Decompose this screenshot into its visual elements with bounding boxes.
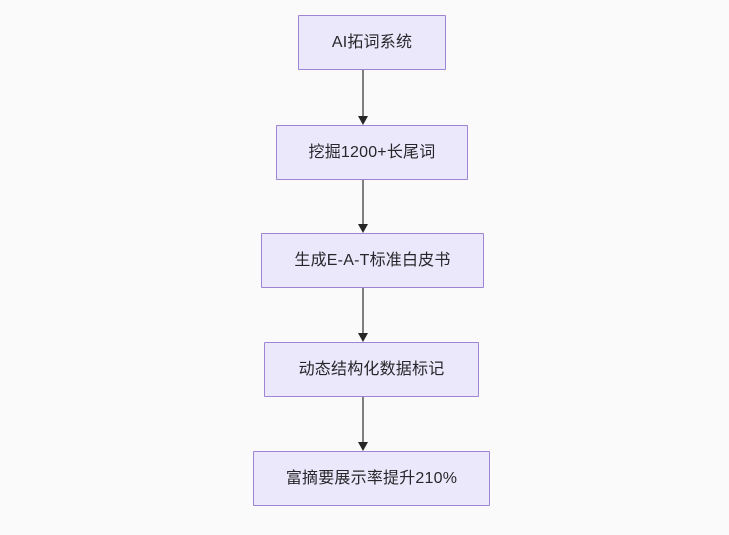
edge-n4-n5 [353,397,373,451]
node-label: AI拓词系统 [331,33,413,51]
node-label: 挖掘1200+长尾词 [308,143,436,161]
edge-line [362,180,364,226]
node-label: 动态结构化数据标记 [298,360,445,378]
node-label: 生成E-A-T标准白皮书 [294,251,451,269]
arrowhead-icon [357,442,368,451]
edge-n3-n4 [353,288,373,342]
arrowhead-icon [357,224,368,233]
edge-n2-n3 [353,180,373,233]
flowchart-node-n5[interactable]: 富摘要展示率提升210% [253,451,490,506]
edge-line [362,288,364,335]
edge-line [362,70,364,118]
flowchart-node-n1[interactable]: AI拓词系统 [298,15,446,70]
edge-n1-n2 [353,70,373,125]
flowchart-node-n2[interactable]: 挖掘1200+长尾词 [276,125,468,180]
arrowhead-icon [357,333,368,342]
flowchart-node-n3[interactable]: 生成E-A-T标准白皮书 [261,233,484,288]
arrowhead-icon [357,116,368,125]
node-label: 富摘要展示率提升210% [285,469,458,487]
edge-line [362,397,364,444]
flowchart-node-n4[interactable]: 动态结构化数据标记 [264,342,479,397]
